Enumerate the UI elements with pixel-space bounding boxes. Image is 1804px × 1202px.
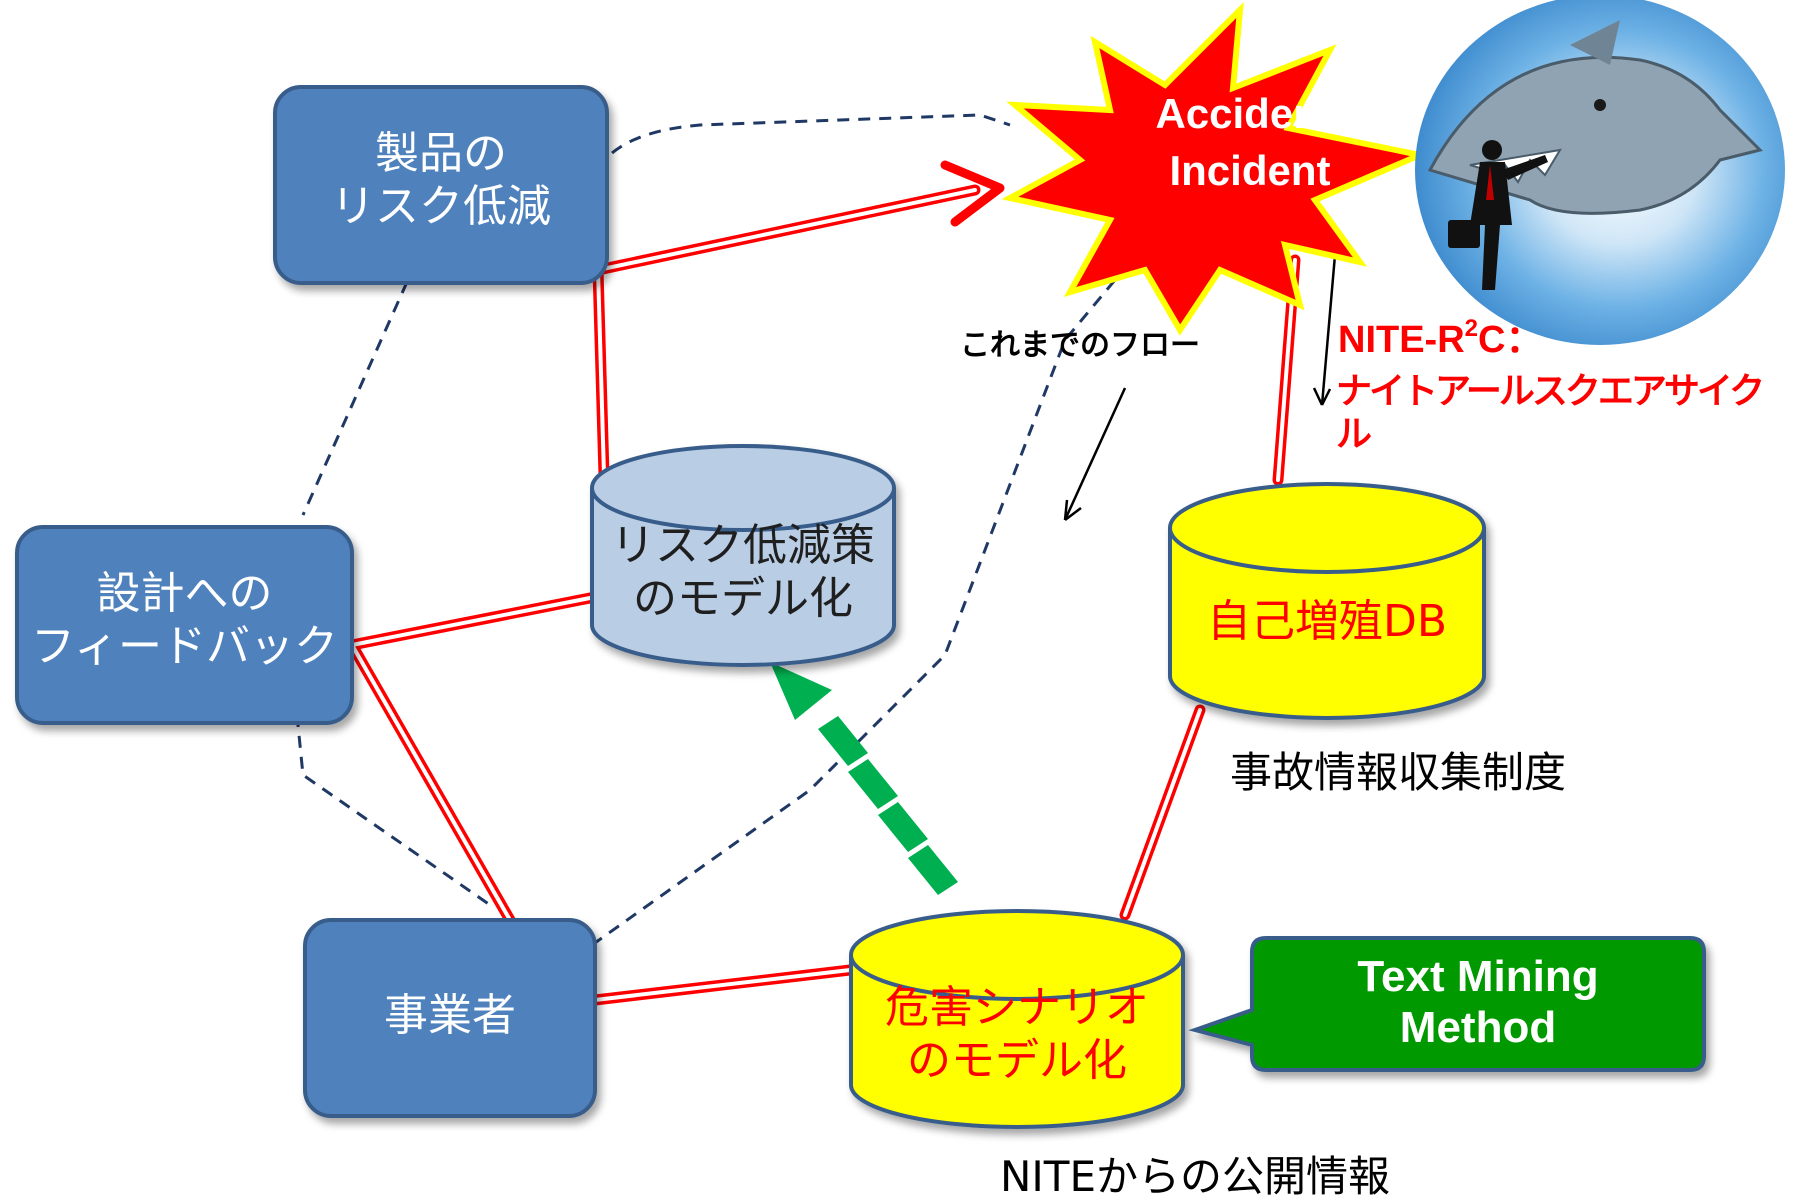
design-feedback-box (15, 525, 354, 725)
green-arrowhead (770, 662, 832, 720)
dashed-product-to-feedback (301, 281, 409, 516)
self-db-label: 自己増殖DB (1206, 596, 1448, 647)
double-line-connectors (346, 160, 1301, 1006)
flow-arrow-r2c (1320, 254, 1337, 406)
hazard-model-cylinder (849, 909, 1185, 1129)
text-mining-callout (1188, 936, 1706, 1072)
business-label: 事業者 (384, 990, 516, 1041)
dashed-feedback-to-business (295, 714, 491, 907)
hazard-model-label: 危害シナリオ のモデル化 (885, 982, 1149, 1086)
self-db-cylinder (1168, 482, 1486, 720)
text-mining-label: Text Mining Method (1357, 952, 1599, 1052)
flow-arrows (1063, 254, 1337, 521)
double-arrowhead (940, 160, 1005, 227)
flow-arrow-previous (1063, 387, 1127, 521)
accident-label: Accident/ Incident (1155, 90, 1345, 194)
dashed-product-to-accident (611, 113, 1011, 155)
product-risk-box (273, 85, 609, 285)
previous-flow-label: これまでのフロー (960, 328, 1200, 363)
starburst-shape (1001, 2, 1430, 336)
dashed-connectors (295, 113, 1167, 947)
nite-r2c-title: NITE-R2C： (1338, 315, 1543, 361)
dashed-business-to-accident (591, 219, 1167, 947)
nite-public-info-label: NITEからの公開情報 (1000, 1152, 1390, 1201)
risk-model-label: リスク低減策 のモデル化 (611, 520, 875, 624)
nite-r2c-suffix: C： (1478, 319, 1543, 361)
accident-info-system-label: 事故情報収集制度 (1230, 748, 1567, 797)
design-feedback-label: 設計への フィードバック (30, 568, 339, 672)
businessman-shark-illustration (1415, 0, 1785, 345)
green-upward-arrow (770, 662, 958, 895)
risk-model-cylinder (590, 444, 896, 667)
product-risk-label: 製品の リスク低減 (331, 128, 551, 232)
business-box (303, 918, 597, 1118)
nite-r2c-reading: ナイトアールスクエアサイクル (1336, 371, 1765, 456)
nite-r2c-superscript: 2 (1465, 315, 1478, 342)
nite-r2c-prefix: NITE-R (1338, 319, 1465, 361)
